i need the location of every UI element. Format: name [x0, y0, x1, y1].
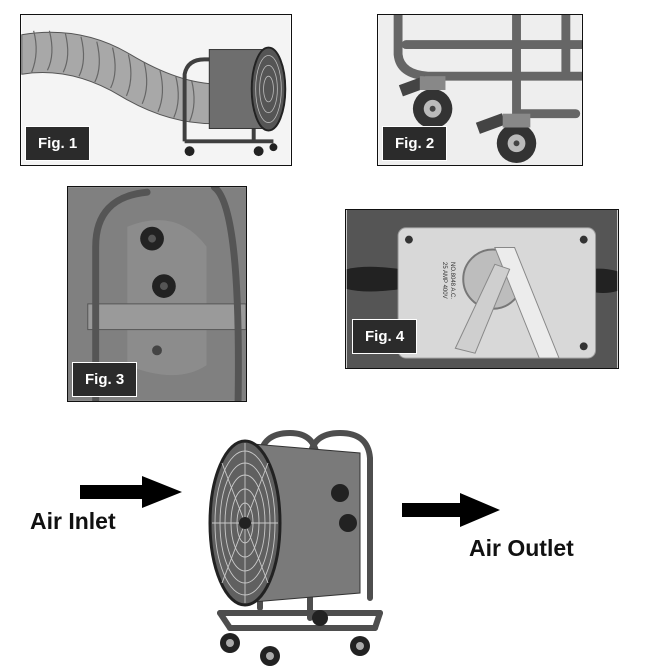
figure-label: Fig. 1: [25, 126, 91, 161]
inlet-arrow-icon: [80, 476, 182, 508]
switch-plate-line-1: NO.8048 A.C.: [449, 262, 455, 300]
caster-wheels-illustration: [378, 15, 582, 165]
air-inlet-label: Air Inlet: [30, 508, 116, 534]
mounting-knobs-illustration: [68, 187, 246, 401]
air-outlet-label: Air Outlet: [469, 535, 574, 561]
figure-label: Fig. 3: [72, 362, 138, 397]
figure-2: Fig. 2: [377, 14, 583, 166]
switch-plate-line-2: 25 AMP 400V: [441, 262, 447, 299]
figure-4: NO.8048 A.C. 25 AMP 400V Fig. 4: [345, 209, 619, 369]
figure-label: Fig. 4: [352, 319, 418, 354]
outlet-arrow-icon: [402, 493, 500, 527]
switch-plate-text: NO.8048 A.C. 25 AMP 400V: [386, 262, 456, 300]
figure-label: Fig. 2: [382, 126, 448, 161]
figure-3: Fig. 3: [67, 186, 247, 402]
fan-main-illustration: [208, 429, 383, 666]
figure-1: Fig. 1: [20, 14, 292, 166]
